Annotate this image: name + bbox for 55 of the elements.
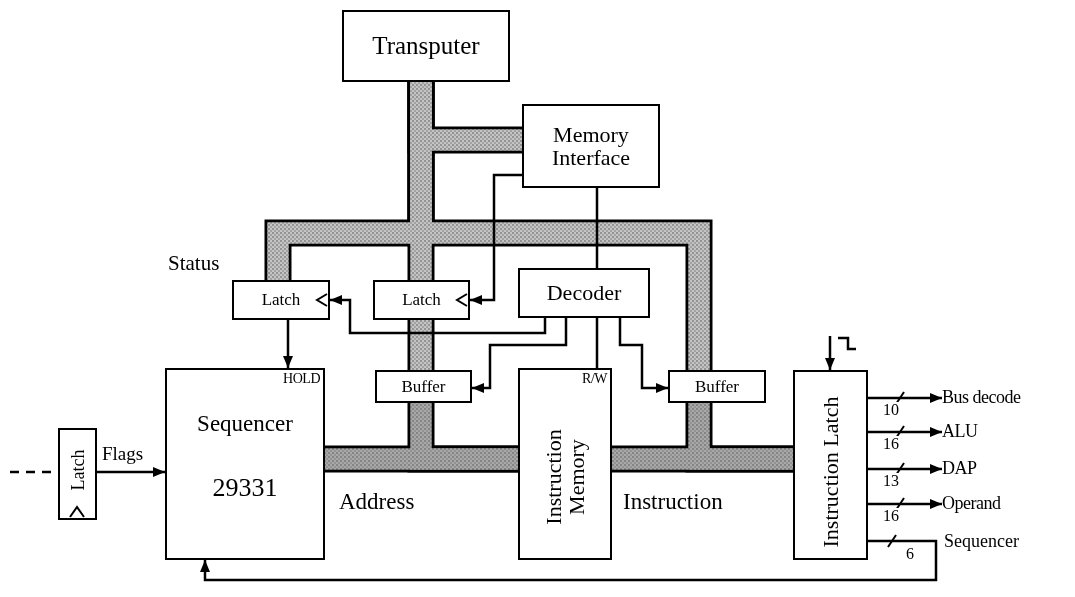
box-label: Instruction Memory <box>541 428 589 527</box>
box-label: Buffer <box>693 377 741 396</box>
box-label: Latch <box>260 291 302 309</box>
output-label: DAP <box>942 458 977 480</box>
memory-box <box>518 368 612 560</box>
arrow <box>472 318 568 393</box>
sequencer-box <box>165 368 325 560</box>
edge-label: 13 <box>882 473 900 489</box>
output-label: Sequencer <box>944 532 1019 552</box>
latch-box <box>373 280 470 320</box>
arrow <box>825 336 835 370</box>
latch-box <box>232 280 330 320</box>
edge-label: 16 <box>882 508 900 524</box>
arrow <box>618 318 668 393</box>
arrow <box>868 464 942 474</box>
box-label: Transputer <box>371 32 481 60</box>
connector-line <box>595 318 599 368</box>
box-label: Latch <box>401 291 442 309</box>
edge-label: 10 <box>882 402 900 418</box>
decoder-box <box>518 268 650 318</box>
bus-label: Status <box>168 252 220 276</box>
buffer-box <box>668 370 766 403</box>
output-label: ALU <box>942 421 978 443</box>
arrow <box>470 173 522 305</box>
output-label: Bus decode <box>942 387 1021 409</box>
arrow <box>868 427 942 437</box>
data-bus <box>410 320 432 370</box>
arrow <box>868 499 942 509</box>
box-label: Sequencer <box>196 412 294 437</box>
processor-box <box>342 10 510 82</box>
buffer-box <box>375 370 472 403</box>
box-label: Instruction Latch <box>818 396 843 550</box>
edge-label: 6 <box>905 546 915 562</box>
box-label: Buffer <box>400 377 447 396</box>
data-bus <box>688 403 793 470</box>
arrow <box>200 539 938 582</box>
latch-box <box>58 428 97 520</box>
edge-label: Flags <box>101 444 145 463</box>
pin-label: HOLD <box>283 371 320 387</box>
arrow <box>283 320 293 368</box>
data-bus <box>325 448 518 470</box>
connector-line <box>595 188 599 268</box>
box-label: Memory Interface <box>550 122 632 170</box>
pin-label: R/W <box>582 371 607 387</box>
output-label: Operand <box>942 493 1001 515</box>
latch-box <box>793 370 868 560</box>
arrow <box>868 393 942 403</box>
data-bus <box>410 82 710 370</box>
box-label: 29331 <box>211 474 279 502</box>
box-label: Decoder <box>545 281 623 305</box>
interface-box <box>522 104 660 188</box>
box-label: Latch <box>68 448 87 493</box>
arrow <box>97 467 165 477</box>
arrow <box>330 295 547 335</box>
edge-label: 16 <box>882 436 900 452</box>
